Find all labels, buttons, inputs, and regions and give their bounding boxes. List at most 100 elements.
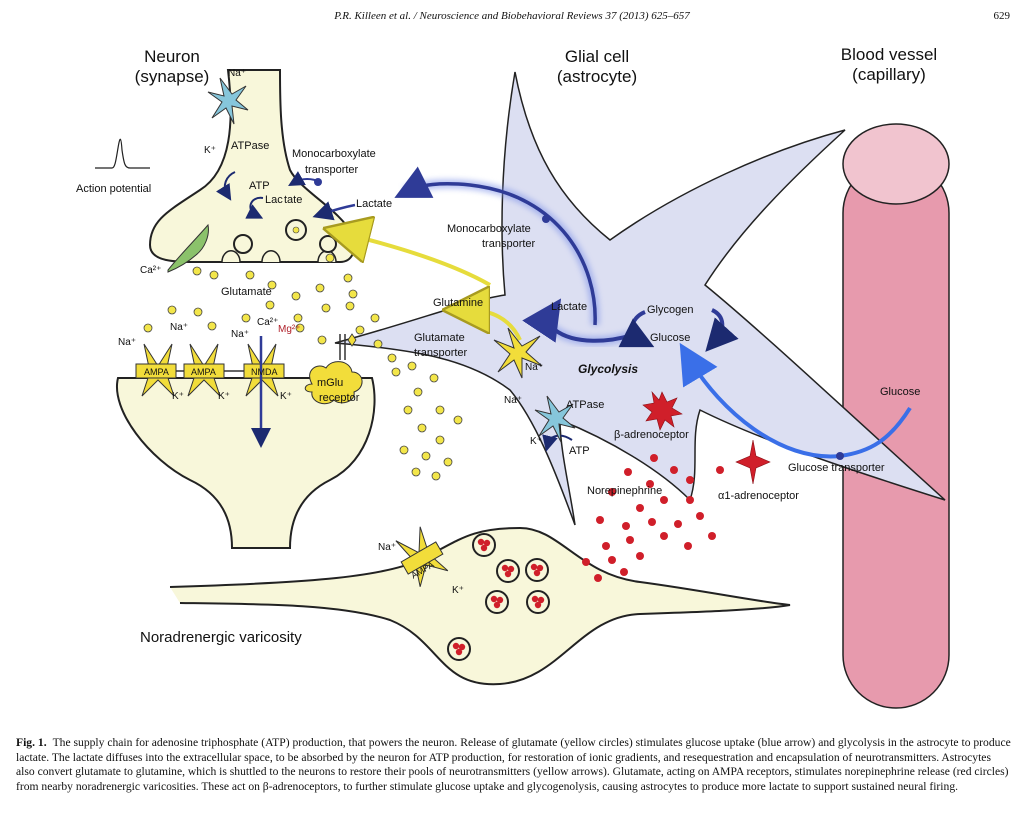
- norepinephrine-dot: [696, 512, 704, 520]
- vessel-title: Blood vessel: [841, 45, 937, 64]
- vesicles: [447, 533, 550, 661]
- mct-astro-2: transporter: [482, 238, 536, 250]
- norepinephrine-dot: [582, 558, 590, 566]
- norepinephrine-dot: [608, 488, 616, 496]
- ampa-receptor-varicosity: [395, 526, 449, 587]
- alpha-adrenoceptor-label: α1-adrenoceptor: [718, 490, 799, 502]
- glutamate-dot: [411, 467, 421, 477]
- ampa-receptors: [135, 336, 285, 448]
- norepinephrine-dot: [660, 532, 668, 540]
- norepinephrine-dot: [624, 468, 632, 476]
- glucose-arrow: [679, 342, 912, 460]
- glut-transporter-2: transporter: [414, 347, 468, 359]
- glutamate-dot: [343, 273, 353, 283]
- norepinephrine-dot: [626, 536, 634, 544]
- glutamate-dot: [265, 300, 275, 310]
- na-label-4: Na⁺: [231, 329, 249, 340]
- norepinephrine-dot: [684, 542, 692, 550]
- nmda-label: NMDA: [251, 367, 278, 377]
- calcium-channel: [167, 223, 209, 273]
- alpha-adrenoceptor-icon: [735, 439, 771, 485]
- glutamate-label: Glutamate: [221, 286, 272, 298]
- glut-transporter-1: Glutamate: [414, 332, 465, 344]
- glutamate-dot: [209, 270, 219, 280]
- mg-label: Mg²⁺: [278, 324, 301, 335]
- glial-subtitle: (astrocyte): [557, 67, 637, 86]
- glutamate-dot: [192, 266, 202, 276]
- glutamate-dot: [431, 471, 441, 481]
- norepinephrine-dot: [636, 552, 644, 560]
- na-label-3: Na⁺: [118, 337, 136, 348]
- norepinephrine-dot: [596, 516, 604, 524]
- k-astro: K⁺: [530, 436, 542, 447]
- lactate-neuron: Lactate: [356, 198, 392, 210]
- glutamine-arrows: [350, 235, 522, 341]
- figure-caption: Fig. 1.The supply chain for adenosine tr…: [16, 736, 1012, 794]
- glutamate-dot: [355, 325, 365, 335]
- glutamate-dot: [435, 435, 445, 445]
- lactate-arrows: [215, 166, 739, 452]
- norepinephrine-dot: [650, 454, 658, 462]
- norepinephrine-dot: [686, 496, 694, 504]
- glutamate-dot: [295, 323, 305, 333]
- ampa-label-2: AMPA: [191, 367, 216, 377]
- blood-vessel: [842, 123, 950, 709]
- vesicle: [496, 559, 520, 583]
- vesicle: [447, 637, 471, 661]
- k-label-2: K⁺: [172, 391, 184, 402]
- norepinephrine-label: Norepinephrine: [587, 485, 662, 497]
- glial-title: Glial cell: [565, 47, 629, 66]
- atpase-pump-astrocyte: [534, 395, 576, 443]
- astrocyte: [334, 71, 946, 526]
- glutamate-dot: [413, 387, 423, 397]
- glutamate-dot: [435, 405, 445, 415]
- vesicle: [525, 558, 549, 582]
- glutamate-dot: [407, 361, 417, 371]
- glutamate-dot: [421, 451, 431, 461]
- glutamate-dot: [245, 270, 255, 280]
- na-label-2: Na⁺: [170, 322, 188, 333]
- vesicle: [526, 590, 550, 614]
- diagram-labels: Neuron (synapse) Glial cell (astrocyte) …: [76, 45, 937, 646]
- glutamate-dot: [399, 445, 409, 455]
- glutamate-dot: [417, 423, 427, 433]
- vessel-subtitle: (capillary): [852, 65, 926, 84]
- glutamate-dot: [167, 305, 177, 315]
- glucose-vessel: Glucose: [880, 386, 920, 398]
- glutamate-dot: [293, 313, 303, 323]
- na-label: Na⁺: [228, 68, 246, 79]
- glycogen-label: Glycogen: [647, 304, 693, 316]
- ca-label-2: Ca²⁺: [257, 317, 278, 328]
- glutamate-dot: [317, 335, 327, 345]
- beta-adrenoceptor-label: β-adrenoceptor: [614, 429, 689, 441]
- glutamate-dot: [387, 353, 397, 363]
- glutamate-dot: [291, 291, 301, 301]
- glucose-transporter-label: Glucose transporter: [788, 462, 885, 474]
- na-astro-2: Na⁺: [504, 395, 522, 406]
- glutamate-dot: [207, 321, 217, 331]
- norepinephrine-dot: [670, 466, 678, 474]
- norepinephrine-dot: [608, 556, 616, 564]
- action-potential-label: Action potential: [76, 183, 151, 195]
- glutamate-transporter: [493, 327, 543, 379]
- atp-label: ATP: [249, 180, 270, 192]
- glutamate-dot: [429, 373, 439, 383]
- lactate-inner-a: Lac: [265, 194, 283, 206]
- glutamate-dot: [267, 280, 277, 290]
- norepinephrine-dot: [708, 532, 716, 540]
- figure: Neuron (synapse) Glial cell (astrocyte) …: [76, 45, 950, 709]
- glutamate-dot: [241, 313, 251, 323]
- norepinephrine-dots: [582, 454, 724, 582]
- running-title: P.R. Killeen et al. / Neuroscience and B…: [334, 10, 690, 22]
- mglu-receptor: [304, 333, 363, 405]
- glutamate-dot: [325, 253, 335, 263]
- norepinephrine-dot: [674, 520, 682, 528]
- glutamate-dot: [453, 415, 463, 425]
- glutamate-dot: [391, 367, 401, 377]
- noradrenergic-label: Noradrenergic varicosity: [140, 629, 302, 646]
- norepinephrine-dot: [622, 522, 630, 530]
- atpase-pump-neuron: [207, 77, 249, 125]
- atpase-label: ATPase: [231, 140, 269, 152]
- neuron-title: Neuron: [144, 47, 200, 66]
- norepinephrine-dot: [620, 568, 628, 576]
